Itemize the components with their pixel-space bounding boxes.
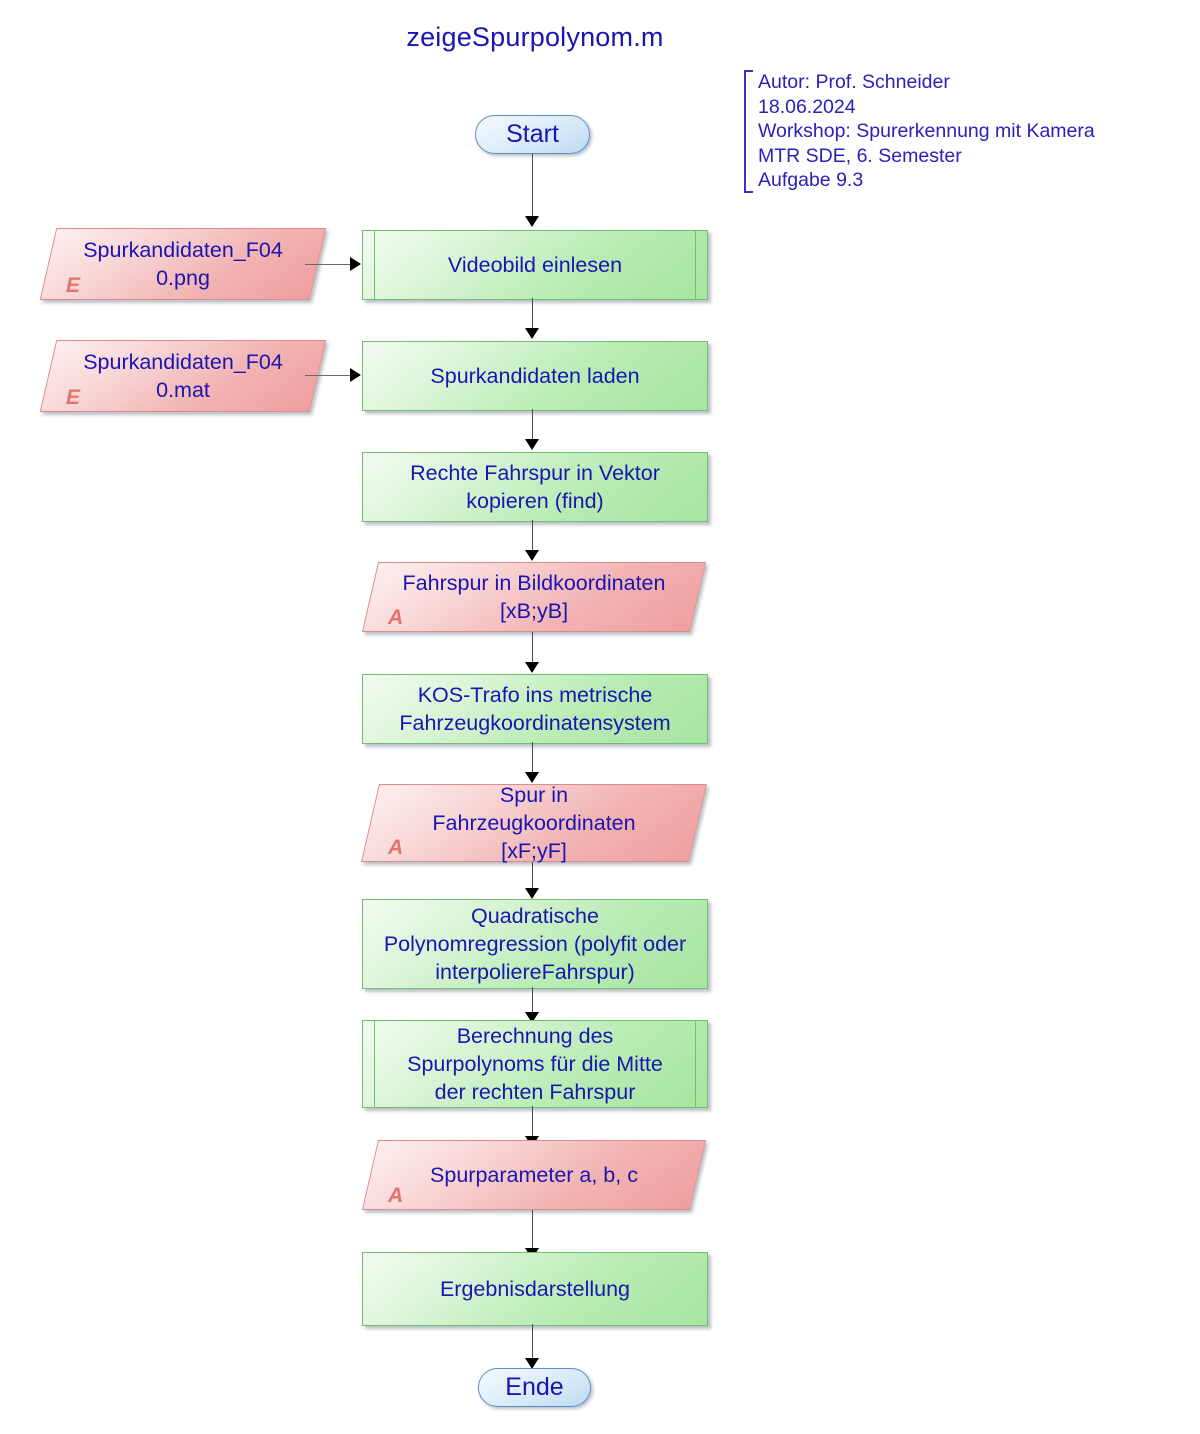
node-kos-trafo[interactable]: KOS-Trafo ins metrische Fahrzeugkoordina… bbox=[362, 674, 708, 744]
annotation-line-workshop: Workshop: Spurerkennung mit Kamera bbox=[758, 120, 1095, 143]
arrowhead-down-3 bbox=[525, 439, 539, 450]
io-marker-a-1: A bbox=[388, 606, 404, 629]
node-videobild-einlesen[interactable]: Videobild einlesen bbox=[362, 230, 708, 300]
io-marker-e-2: E bbox=[66, 386, 81, 409]
node-output-fahrzeugkoordinaten-line3: [xF;yF] bbox=[501, 839, 567, 863]
node-kos-trafo-line1: KOS-Trafo ins metrische bbox=[417, 683, 653, 707]
arrowhead-down-4 bbox=[525, 550, 539, 561]
node-output-fahrzeugkoordinaten-label: Spur in Fahrzeugkoordinaten [xF;yF] bbox=[370, 783, 698, 863]
node-polynomregression-line2: Polynomregression (polyfit oder bbox=[383, 932, 687, 956]
connector-start-to-videobild bbox=[532, 154, 533, 216]
node-output-bildkoordinaten-line2: [xB;yB] bbox=[499, 599, 569, 623]
node-output-bildkoordinaten-label: Fahrspur in Bildkoordinaten [xB;yB] bbox=[370, 562, 698, 632]
annotation-line-course: MTR SDE, 6. Semester bbox=[758, 144, 962, 167]
node-polynomregression-line1: Quadratische bbox=[471, 904, 599, 928]
annotation-line-author: Autor: Prof. Schneider bbox=[758, 71, 950, 93]
node-videobild-einlesen-label: Videobild einlesen bbox=[447, 253, 623, 277]
io-marker-a-2: A bbox=[388, 836, 404, 859]
node-kos-trafo-line2: Fahrzeugkoordinatensystem bbox=[399, 711, 671, 735]
node-output-spurparameter-line1: Spurparameter a, b, c bbox=[430, 1163, 638, 1187]
node-start[interactable]: Start bbox=[475, 115, 590, 154]
annotation-note: Autor: Prof. Schneider 18.06.2024 Worksh… bbox=[744, 70, 1095, 193]
arrowhead-down-7 bbox=[525, 888, 539, 899]
connector-berechnung-to-spurparameter bbox=[532, 1106, 533, 1136]
arrowhead-down-11 bbox=[525, 1358, 539, 1369]
io-marker-e-1: E bbox=[66, 274, 81, 297]
node-spurkandidaten-laden-label: Spurkandidaten laden bbox=[430, 364, 640, 388]
node-rechte-fahrspur-kopieren-line2: kopieren (find) bbox=[466, 489, 604, 513]
node-berechnung-spurpolynom-line3: der rechten Fahrspur bbox=[434, 1080, 636, 1104]
arrowhead-down-8 bbox=[525, 1012, 539, 1023]
node-output-fahrzeugkoordinaten[interactable]: Spur in Fahrzeugkoordinaten [xF;yF] A bbox=[360, 783, 708, 863]
node-spurkandidaten-laden[interactable]: Spurkandidaten laden bbox=[362, 341, 708, 411]
node-rechte-fahrspur-kopieren[interactable]: Rechte Fahrspur in Vektor kopieren (find… bbox=[362, 452, 708, 522]
connector-videobild-to-spurkandidaten bbox=[532, 298, 533, 328]
node-input-mat-line1: Spurkandidaten_F04 bbox=[83, 350, 283, 374]
node-output-fahrzeugkoordinaten-line1: Spur in bbox=[499, 783, 569, 807]
node-output-bildkoordinaten[interactable]: Fahrspur in Bildkoordinaten [xB;yB] A bbox=[361, 562, 707, 632]
arrowhead-down-1 bbox=[525, 216, 539, 227]
connector-bildkoordinaten-to-kostrafo bbox=[532, 632, 533, 662]
connector-regression-to-berechnung bbox=[532, 987, 533, 1012]
page-title: zeigeSpurpolynom.m bbox=[406, 22, 664, 52]
node-ergebnisdarstellung[interactable]: Ergebnisdarstellung bbox=[362, 1252, 708, 1326]
connector-kostrafo-to-fahrzeugkoordinaten bbox=[532, 742, 533, 772]
node-output-bildkoordinaten-line1: Fahrspur in Bildkoordinaten bbox=[402, 571, 666, 595]
node-rechte-fahrspur-kopieren-line1: Rechte Fahrspur in Vektor bbox=[410, 461, 660, 485]
node-input-png[interactable]: Spurkandidaten_F04 0.png E bbox=[39, 228, 327, 300]
annotation-line-task: Aufgabe 9.3 bbox=[758, 169, 864, 192]
annotation-line-date: 18.06.2024 bbox=[758, 95, 856, 118]
connector-rechte-to-bildkoordinaten bbox=[532, 520, 533, 550]
arrowhead-right-2 bbox=[350, 368, 361, 382]
node-input-png-label: Spurkandidaten_F04 0.png bbox=[48, 228, 318, 300]
arrowhead-down-5 bbox=[525, 662, 539, 673]
node-ende[interactable]: Ende bbox=[478, 1368, 591, 1407]
node-start-label: Start bbox=[506, 120, 559, 148]
node-polynomregression[interactable]: Quadratische Polynomregression (polyfit … bbox=[362, 899, 708, 989]
connector-spurkandidaten-to-rechte bbox=[532, 409, 533, 439]
node-input-mat-label: Spurkandidaten_F04 0.mat bbox=[48, 340, 318, 412]
connector-ergebnis-to-ende bbox=[532, 1324, 533, 1358]
connector-fahrzeugkoordinaten-to-regression bbox=[532, 862, 533, 888]
node-polynomregression-line3: interpoliereFahrspur) bbox=[435, 960, 635, 984]
node-output-fahrzeugkoordinaten-line2: Fahrzeugkoordinaten bbox=[432, 811, 636, 835]
node-input-mat-line2: 0.mat bbox=[156, 378, 210, 402]
node-ende-label: Ende bbox=[505, 1373, 564, 1401]
node-ergebnisdarstellung-label: Ergebnisdarstellung bbox=[439, 1277, 631, 1301]
node-output-spurparameter[interactable]: Spurparameter a, b, c A bbox=[361, 1140, 707, 1210]
node-berechnung-spurpolynom[interactable]: Berechnung des Spurpolynoms für die Mitt… bbox=[362, 1020, 708, 1108]
io-marker-a-3: A bbox=[388, 1184, 404, 1207]
node-berechnung-spurpolynom-line2: Spurpolynoms für die Mitte bbox=[407, 1052, 663, 1076]
arrowhead-down-2 bbox=[525, 328, 539, 339]
node-input-png-line2: 0.png bbox=[156, 266, 210, 290]
connector-spurparameter-to-ergebnis bbox=[532, 1210, 533, 1248]
arrowhead-down-6 bbox=[525, 772, 539, 783]
node-berechnung-spurpolynom-line1: Berechnung des bbox=[456, 1024, 614, 1048]
node-input-png-line1: Spurkandidaten_F04 bbox=[83, 238, 283, 262]
connector-input-png-to-videobild bbox=[305, 264, 350, 265]
arrowhead-right-1 bbox=[350, 257, 361, 271]
connector-input-mat-to-spurkandidaten bbox=[305, 375, 350, 376]
node-output-spurparameter-label: Spurparameter a, b, c bbox=[370, 1140, 698, 1210]
node-input-mat[interactable]: Spurkandidaten_F04 0.mat E bbox=[39, 340, 327, 412]
